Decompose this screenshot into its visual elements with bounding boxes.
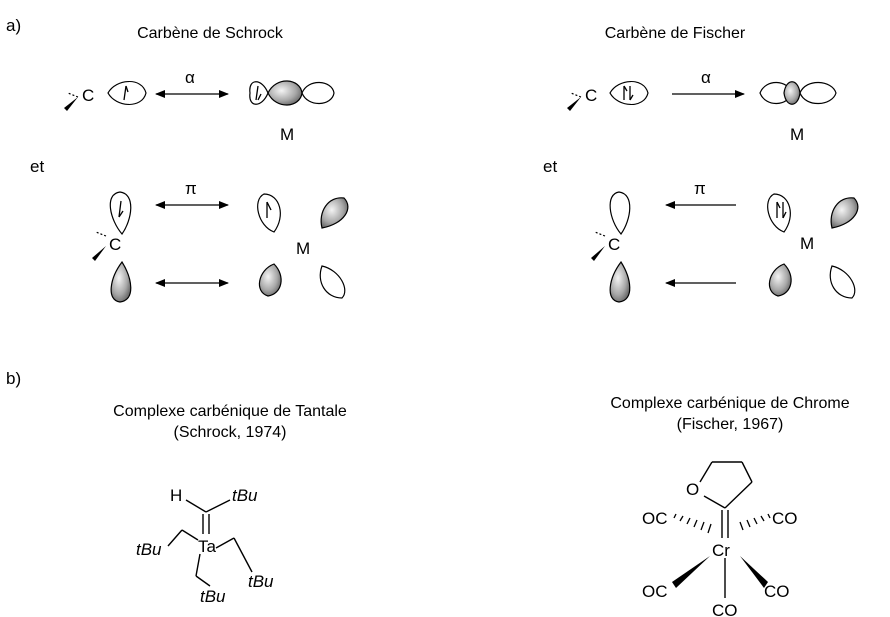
fischer-pi-metal-label: M bbox=[800, 234, 814, 253]
fischer-et: et bbox=[543, 157, 557, 176]
schrock-et: et bbox=[30, 157, 44, 176]
chromium-co-lower-left: OC bbox=[642, 582, 668, 601]
chromium-oxygen: O bbox=[686, 480, 699, 499]
fischer-pi-carbon-label: C bbox=[608, 235, 620, 254]
fischer-pi-symbol: π bbox=[694, 179, 706, 198]
chromium-title: Complexe carbénique de Chrome bbox=[610, 395, 849, 412]
fischer-pi-arrows bbox=[665, 201, 736, 287]
schrock-pi-metal-label: M bbox=[296, 239, 310, 258]
fischer-sigma-carbon: C bbox=[567, 80, 649, 111]
schrock-sigma-symbol: α bbox=[185, 68, 195, 87]
chromium-co-upper-left: OC bbox=[642, 509, 668, 528]
fischer-title: Carbène de Fischer bbox=[605, 25, 746, 42]
part-a-label: a) bbox=[6, 16, 21, 35]
tantalum-metal-label: Ta bbox=[198, 537, 217, 556]
chromium-hashed-bonds bbox=[673, 513, 771, 534]
schrock-sigma-carbon: C bbox=[64, 80, 147, 111]
tantalum-h: H bbox=[170, 486, 182, 505]
fischer-sigma-metal-label: M bbox=[790, 125, 804, 144]
tantalum-tbu-top: tBu bbox=[232, 486, 258, 505]
schrock-pi-symbol: π bbox=[185, 179, 197, 198]
fischer-carbon-label: C bbox=[585, 86, 597, 105]
schrock-pi-carbon: C bbox=[92, 191, 132, 303]
tantalum-complex-structure bbox=[167, 499, 253, 587]
schrock-title: Carbène de Schrock bbox=[137, 25, 284, 42]
fischer-sigma-symbol: α bbox=[701, 68, 711, 87]
chromium-complex-structure bbox=[699, 461, 753, 598]
schrock-pi-arrows bbox=[155, 201, 229, 287]
schrock-pi-metal-orbital bbox=[257, 193, 349, 299]
fischer-sigma-metal-orbital bbox=[759, 81, 837, 105]
chromium-metal-label: Cr bbox=[712, 541, 730, 560]
chromium-subtitle: (Fischer, 1967) bbox=[677, 416, 784, 433]
tantalum-title: Complexe carbénique de Tantale bbox=[113, 403, 347, 420]
chromium-co-upper-right: CO bbox=[772, 509, 798, 528]
chromium-co-lower-right: CO bbox=[764, 582, 790, 601]
tantalum-tbu-bottom: tBu bbox=[200, 587, 226, 606]
tantalum-tbu-left: tBu bbox=[136, 540, 162, 559]
schrock-sigma-metal-orbital bbox=[249, 80, 335, 106]
schrock-pi-carbon-label: C bbox=[109, 235, 121, 254]
chromium-wedge-bonds bbox=[672, 556, 768, 588]
tantalum-tbu-right: tBu bbox=[248, 572, 274, 591]
schrock-sigma-metal-label: M bbox=[280, 125, 294, 144]
part-b-label: b) bbox=[6, 369, 21, 388]
tantalum-subtitle: (Schrock, 1974) bbox=[174, 424, 287, 441]
chromium-co-bottom: CO bbox=[712, 601, 738, 617]
fischer-pi-metal-orbital bbox=[767, 193, 859, 299]
fischer-pi-carbon: C bbox=[591, 191, 631, 303]
schrock-carbon-label: C bbox=[82, 86, 94, 105]
